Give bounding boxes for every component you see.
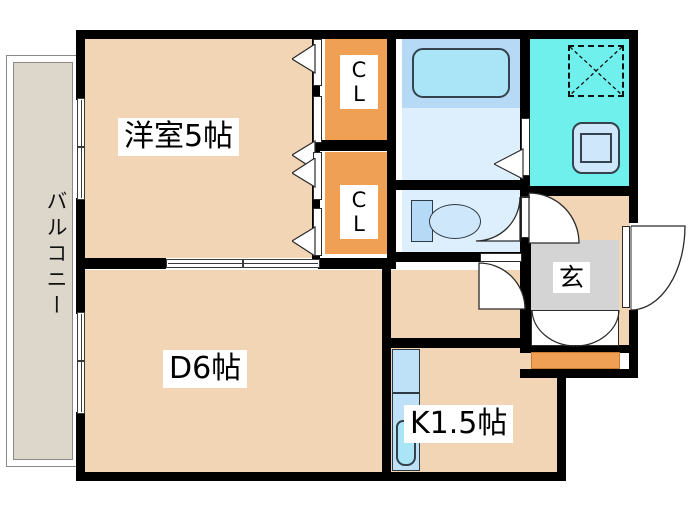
interior-wall-bedroom-dining-left [76,258,166,269]
bathroom-door-track[interactable] [521,118,530,176]
interior-wall-between-closets [312,140,396,151]
interior-wall-bedroom-dining-right [318,258,396,269]
exterior-wall-bottom [76,472,566,481]
interior-wall-washroom-bottom [520,186,638,196]
entry-closet-swing-right [575,309,620,352]
exterior-wall-right-entry-top [629,193,638,223]
bathtub [412,48,510,98]
exterior-wall-right-kitchen [557,369,566,481]
hall-entry-threshold [521,196,530,198]
exterior-wall-right-upper [629,30,638,193]
closet-upper-fold-a [290,42,316,79]
washroom-door-swing[interactable] [528,192,580,249]
interior-wall-toilet-bottom [396,252,530,262]
hall-door-swing[interactable] [475,196,521,247]
closet-upper-door-track-b[interactable] [313,96,322,143]
closet-lower-fold-b [290,225,316,261]
toilet-door-panel[interactable] [480,253,522,262]
exterior-wall-entry-bottom [520,369,638,378]
bathroom-folding-door[interactable] [492,148,524,185]
closet-lower-fold-a [290,156,316,193]
interior-wall-hall-left [382,262,391,340]
kitchen-counter [392,349,420,393]
exterior-wall-left-middle [76,198,85,314]
balcony-floor [13,62,73,460]
exterior-wall-left-upper [76,30,85,100]
interior-wall-bath-toilet [396,180,530,190]
balcony-label: バルコニー [44,190,68,320]
toilet-door-swing[interactable] [478,262,526,315]
balcony-sliding-door-bedroom-rail [81,100,82,198]
sliding-partition-door-rail [168,263,318,264]
balcony-sliding-door-dining-rail [81,314,82,412]
bedroom-label: 洋室5帖 [118,118,240,156]
interior-wall-kitchen-top [391,338,566,348]
washing-machine-space [568,45,624,97]
shoe-cabinet [531,352,620,369]
entrance-door-panel[interactable] [622,226,630,308]
entry-step-line [520,345,630,353]
entrance-label: 玄 [553,262,591,293]
vanity-basin [580,133,612,163]
exterior-wall-left-lower [76,412,85,481]
toilet-bowl [429,204,481,239]
kitchen-label: K1.5帖 [404,405,514,443]
interior-wall-entry-left [520,230,531,350]
interior-wall-dining-kitchen [382,338,391,480]
entrance-door-swing[interactable] [630,224,692,317]
exterior-wall-top [76,30,638,39]
exterior-wall-right-entry-bottom [629,310,638,378]
entry-closet-swing-left [531,309,576,352]
dining-label: D6帖 [163,350,248,388]
